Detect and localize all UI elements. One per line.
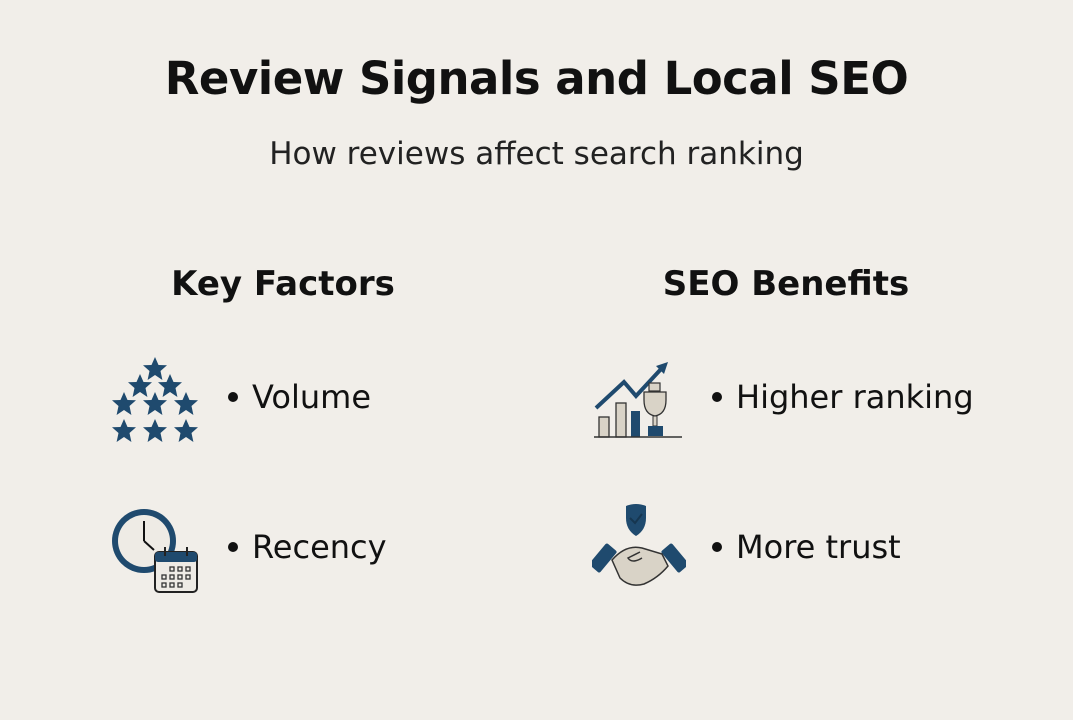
key-factors-heading: Key Factors <box>171 264 395 304</box>
page-title: Review Signals and Local SEO <box>164 52 909 105</box>
bullet <box>712 392 722 402</box>
clock-calendar-icon <box>112 509 198 593</box>
item-label: Volume <box>252 378 372 416</box>
list-item-higher-ranking: Higher ranking <box>712 378 974 416</box>
bullet <box>228 392 238 402</box>
growth-chart-trophy-icon <box>594 362 682 438</box>
bullet <box>712 542 722 552</box>
stars-icon <box>112 357 198 442</box>
item-label: Higher ranking <box>736 378 974 416</box>
bullet <box>228 542 238 552</box>
list-item-recency: Recency <box>228 528 387 566</box>
item-label: Recency <box>252 528 387 566</box>
item-label: More trust <box>736 528 901 566</box>
page-subtitle: How reviews affect search ranking <box>269 136 804 172</box>
list-item-more-trust: More trust <box>712 528 901 566</box>
handshake-shield-icon <box>592 504 686 586</box>
list-item-volume: Volume <box>228 378 371 416</box>
seo-benefits-heading: SEO Benefits <box>662 264 910 304</box>
